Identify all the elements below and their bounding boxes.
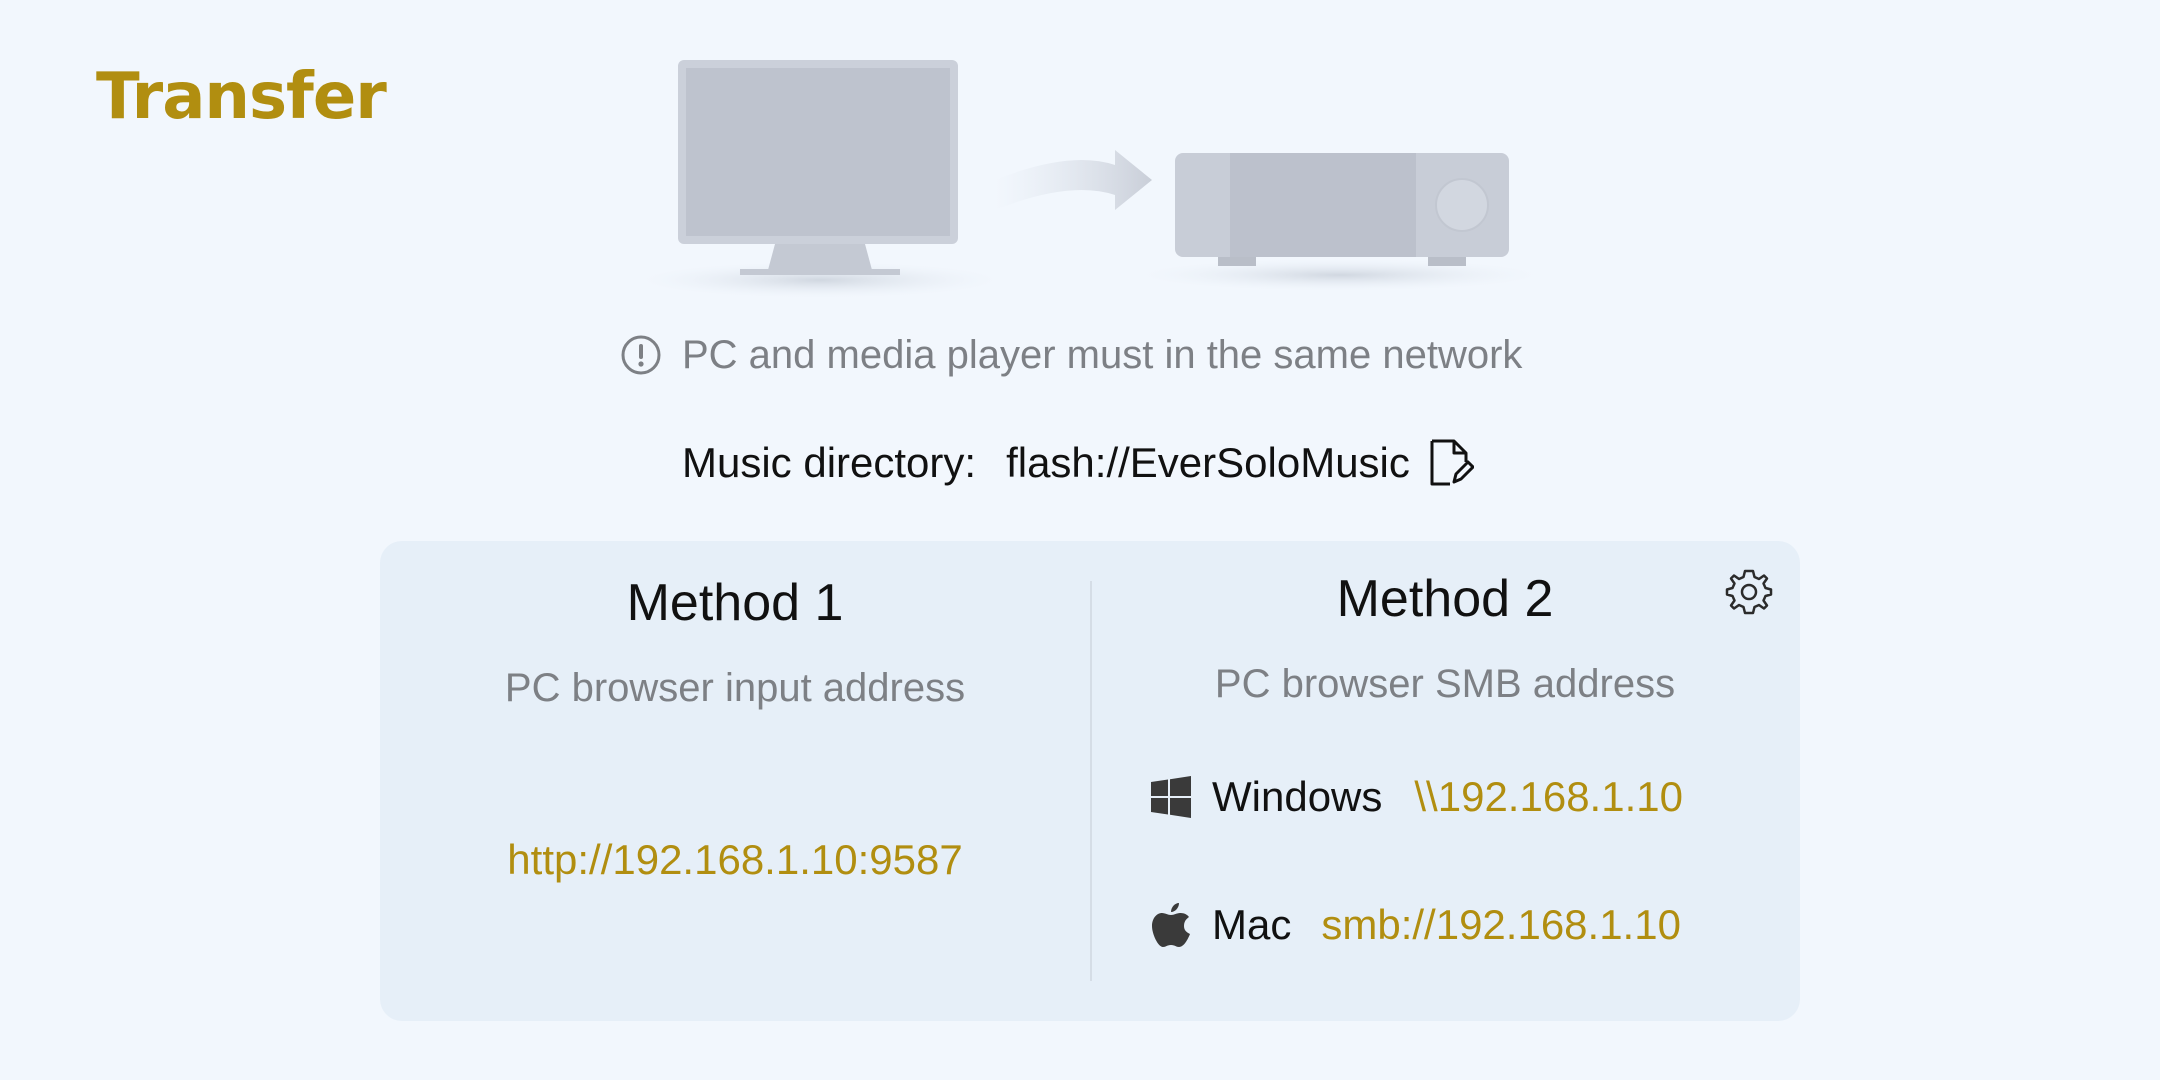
network-note: PC and media player must in the same net…: [620, 330, 1522, 380]
pc-to-player-illustration: [640, 60, 1540, 298]
music-directory: Music directory: flash://EverSoloMusic: [682, 435, 1474, 491]
method1-title: Method 1: [626, 574, 844, 632]
music-directory-label: Music directory:: [682, 439, 977, 486]
mac-label: Mac: [1212, 901, 1292, 948]
method1-address-link[interactable]: http://192.168.1.10:9587: [507, 836, 963, 883]
method2-title: Method 2: [1336, 570, 1554, 628]
music-directory-value: flash://EverSoloMusic: [1006, 439, 1410, 486]
card-divider: [1090, 581, 1092, 981]
mac-smb-address-link[interactable]: smb://192.168.1.10: [1321, 901, 1681, 948]
mac-row: Mac smb://192.168.1.10: [1150, 895, 1681, 955]
method1-subtitle: PC browser input address: [504, 666, 966, 710]
network-note-text: PC and media player must in the same net…: [682, 332, 1523, 377]
methods-card: Method 1 PC browser input address http:/…: [380, 541, 1800, 1021]
windows-icon: [1151, 776, 1191, 818]
method2-subtitle: PC browser SMB address: [1214, 662, 1676, 706]
windows-row: Windows \\192.168.1.10: [1150, 767, 1683, 827]
edit-file-icon[interactable]: [1426, 438, 1474, 488]
windows-label: Windows: [1212, 773, 1383, 820]
info-circle-icon: [621, 335, 661, 375]
media-player-icon: [1140, 153, 1540, 291]
transfer-arrow-icon: [995, 150, 1152, 210]
apple-icon: [1152, 903, 1190, 947]
windows-smb-address-link[interactable]: \\192.168.1.10: [1414, 773, 1683, 820]
monitor-icon: [640, 60, 1000, 298]
page-title: Transfer: [96, 60, 387, 134]
gear-icon[interactable]: [1724, 567, 1774, 617]
